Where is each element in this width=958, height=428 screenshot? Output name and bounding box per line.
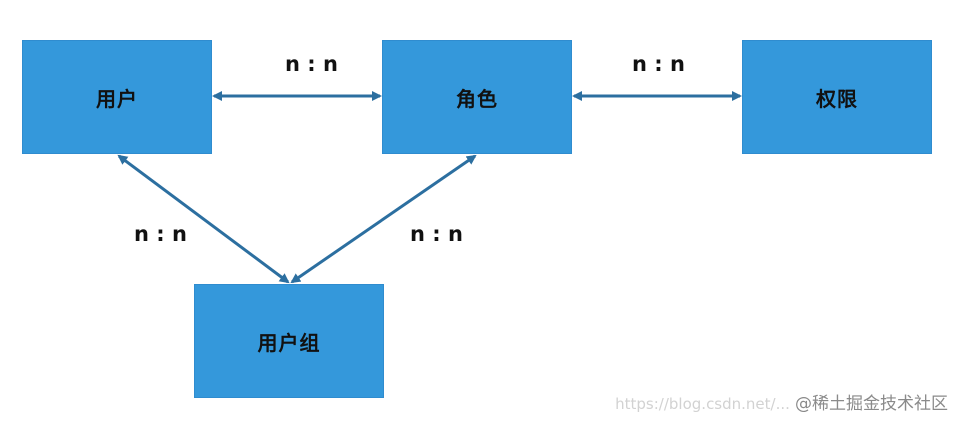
watermark-url: https://blog.csdn.net/... [615,395,790,413]
entity-user-group[interactable]: 用户组 [194,284,384,398]
entity-permission[interactable]: 权限 [742,40,932,154]
entity-user-label: 用户 [96,86,138,111]
entity-user-group-label: 用户组 [257,330,321,355]
relation-label-user-role: n : n [285,52,338,76]
entity-user[interactable]: 用户 [22,40,212,154]
entity-role-label: 角色 [456,86,498,111]
relation-label-role-group: n : n [410,222,463,246]
arrow-user-group [117,154,290,284]
relation-label-role-permission: n : n [632,52,685,76]
watermark-brand: @稀土掘金技术社区 [795,394,948,414]
relation-label-user-group: n : n [134,222,187,246]
watermark: https://blog.csdn.net/... @稀土掘金技术社区 [615,389,948,414]
entity-permission-label: 权限 [816,86,858,111]
arrow-role-group [290,154,477,284]
entity-role[interactable]: 角色 [382,40,572,154]
